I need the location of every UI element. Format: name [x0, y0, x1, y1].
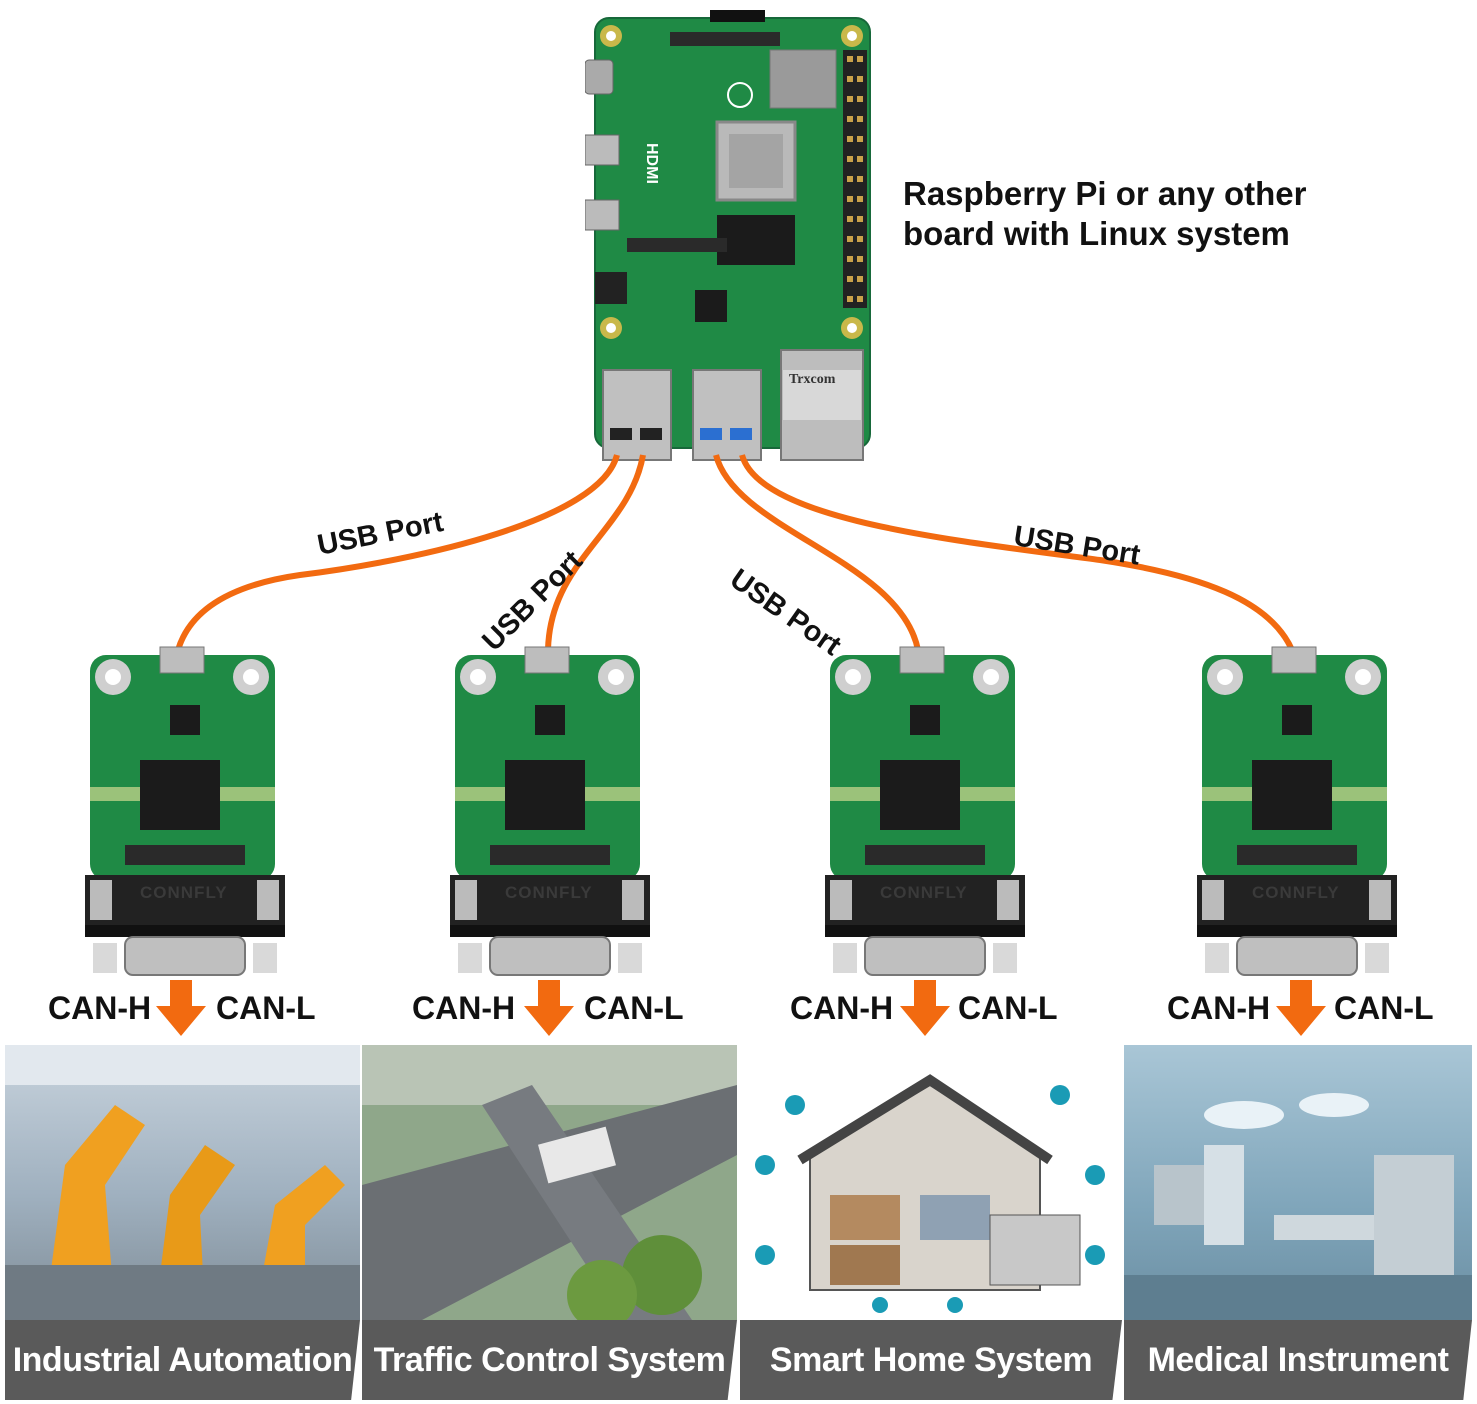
- raspberry-pi-board: HDMI: [585, 10, 880, 465]
- module-brand-2: CONNFLY: [505, 883, 593, 902]
- down-arrow-2: [524, 980, 574, 1036]
- usb-cable-2: [545, 454, 646, 651]
- board-description-line-2: board with Linux system: [903, 215, 1290, 252]
- usb-cables: [175, 454, 1295, 652]
- down-arrow-1: [156, 980, 206, 1036]
- medical-instrument-image: [1124, 1045, 1472, 1320]
- can-l-label-3: CAN-L: [958, 990, 1058, 1026]
- can-h-label-4: CAN-H: [1167, 990, 1271, 1026]
- can-h-label-3: CAN-H: [790, 990, 894, 1026]
- board-description: Raspberry Pi or any other board with Lin…: [903, 174, 1373, 254]
- caption-industrial-automation: Industrial Automation: [5, 1320, 360, 1400]
- can-h-label-2: CAN-H: [412, 990, 516, 1026]
- usb-can-module-3: [825, 645, 1025, 980]
- module-brand-4: CONNFLY: [1252, 883, 1340, 902]
- industrial-automation-image: [5, 1045, 360, 1320]
- down-arrow-4: [1276, 980, 1326, 1036]
- usb-cable-1: [175, 454, 620, 651]
- can-h-label-1: CAN-H: [48, 990, 152, 1026]
- module-brand-3: CONNFLY: [880, 883, 968, 902]
- usb-can-module-4: [1197, 645, 1397, 980]
- usb-cable-3: [713, 454, 921, 651]
- caption-smart-home-system: Smart Home System: [740, 1320, 1122, 1400]
- ethernet-brand-label: Trxcom: [789, 372, 836, 387]
- usb-can-module-2: [450, 645, 650, 980]
- caption-traffic-control-system: Traffic Control System: [362, 1320, 737, 1400]
- usb-can-module-1: [85, 645, 285, 980]
- svg-text:HDMI: HDMI: [643, 143, 660, 184]
- down-arrow-3: [900, 980, 950, 1036]
- down-arrows: [156, 980, 1326, 1036]
- caption-medical-instrument: Medical Instrument: [1124, 1320, 1472, 1400]
- traffic-control-image: [362, 1045, 737, 1320]
- board-description-line-1: Raspberry Pi or any other: [903, 175, 1307, 212]
- smart-home-image: [740, 1045, 1122, 1320]
- can-l-label-2: CAN-L: [584, 990, 684, 1026]
- usb-cable-4: [739, 454, 1295, 652]
- can-l-label-1: CAN-L: [216, 990, 316, 1026]
- can-l-label-4: CAN-L: [1334, 990, 1434, 1026]
- module-brand-1: CONNFLY: [140, 883, 228, 902]
